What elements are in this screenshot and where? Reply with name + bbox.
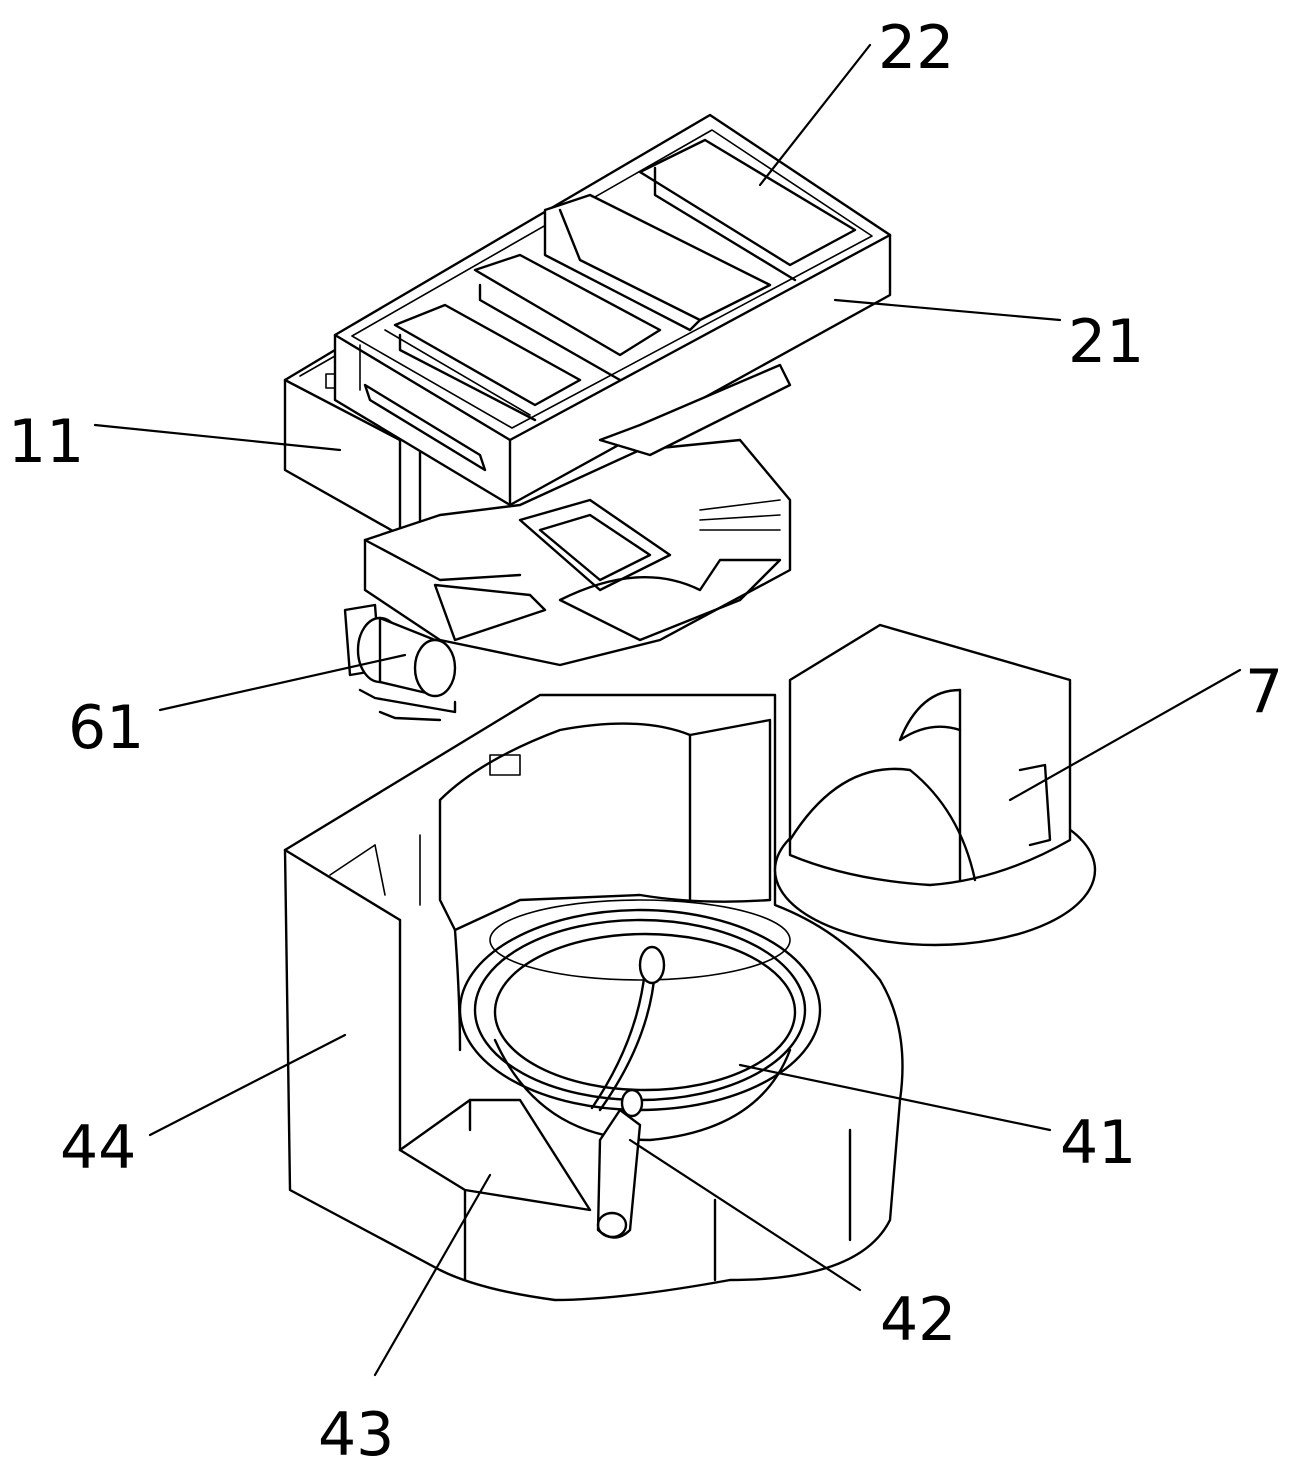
leader-61 <box>160 655 405 710</box>
label-44: 44 <box>60 1113 136 1183</box>
label-7: 7 <box>1245 657 1283 727</box>
part-7-cover <box>775 625 1095 945</box>
label-41: 41 <box>1060 1108 1136 1178</box>
label-43: 43 <box>318 1400 394 1470</box>
leader-21 <box>835 300 1060 320</box>
label-21: 21 <box>1068 307 1144 377</box>
label-42: 42 <box>880 1285 956 1355</box>
label-22: 22 <box>878 13 954 83</box>
label-11: 11 <box>8 407 84 477</box>
label-61: 61 <box>68 693 144 763</box>
leader-22 <box>760 45 870 185</box>
